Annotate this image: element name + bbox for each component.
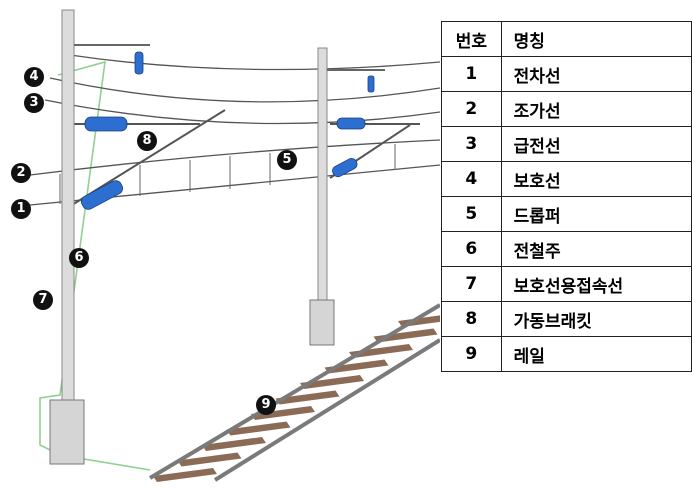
marker-6: 6 — [69, 248, 89, 268]
row-name: 드롭퍼 — [500, 196, 692, 232]
row-name: 가동브래킷 — [500, 301, 692, 337]
row-number: 2 — [441, 91, 502, 127]
sleeper — [349, 344, 413, 358]
feeder-wire — [44, 99, 441, 125]
row-number: 7 — [441, 266, 502, 302]
row-number: 8 — [441, 301, 502, 337]
upper-span-wire — [69, 54, 441, 71]
rail-left — [148, 303, 442, 480]
sleepers — [153, 313, 462, 482]
header-number: 번호 — [441, 21, 502, 57]
sleeper — [275, 390, 340, 405]
sleeper — [202, 437, 266, 451]
railway-track — [148, 303, 462, 482]
pole-front — [49, 9, 150, 465]
marker-9: 9 — [256, 395, 276, 415]
row-name: 보호선 — [500, 161, 692, 197]
protection-wire — [49, 77, 441, 103]
marker-4: 4 — [24, 67, 44, 87]
rail-right — [213, 338, 442, 482]
sleeper — [153, 468, 217, 482]
marker-5: 5 — [277, 150, 297, 170]
row-number: 3 — [441, 126, 502, 162]
sleeper — [300, 375, 364, 389]
catenary-drawing — [29, 9, 462, 482]
row-name: 전차선 — [500, 56, 692, 92]
row-name: 조가선 — [500, 91, 692, 127]
sleeper — [324, 359, 389, 374]
row-name: 보호선용접속선 — [500, 266, 692, 302]
row-number: 1 — [441, 56, 502, 92]
marker-7: 7 — [33, 290, 53, 310]
sleeper — [226, 421, 291, 436]
insulators — [81, 51, 375, 210]
row-name: 급전선 — [500, 126, 692, 162]
row-number: 4 — [441, 161, 502, 197]
sleeper — [373, 328, 438, 343]
header-name: 명칭 — [500, 21, 692, 57]
marker-8: 8 — [137, 131, 157, 151]
sleeper — [177, 452, 242, 467]
sleeper — [251, 406, 315, 420]
marker-3: 3 — [24, 93, 44, 113]
row-name: 전철주 — [500, 231, 692, 267]
marker-2: 2 — [11, 163, 31, 183]
catenary-illustration: 1 2 3 4 5 6 7 8 9 — [11, 9, 462, 482]
marker-1: 1 — [11, 199, 31, 219]
row-number: 9 — [441, 336, 502, 372]
legend-header-row: 번호 명칭 — [441, 21, 692, 57]
row-name: 레일 — [500, 336, 692, 372]
row-number: 6 — [441, 231, 502, 267]
droppers — [59, 144, 396, 204]
row-number: 5 — [441, 196, 502, 232]
pole-rear — [309, 47, 385, 346]
